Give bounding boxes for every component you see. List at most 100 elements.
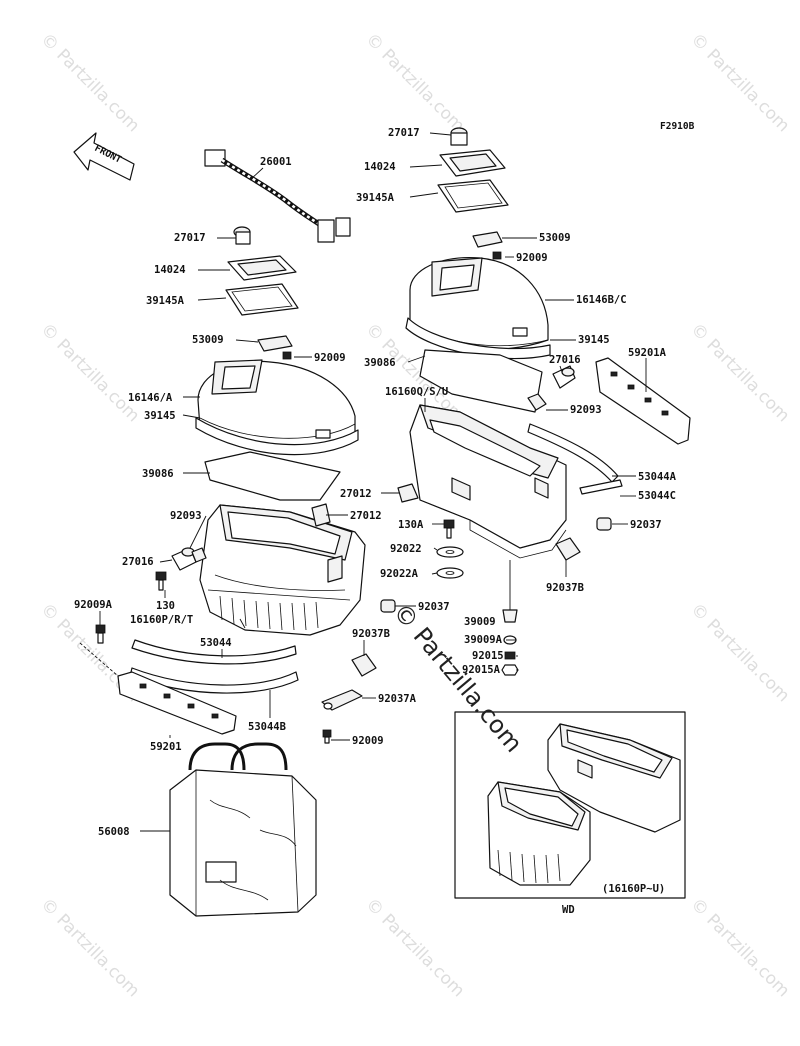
hinge-53009-left — [257, 335, 293, 352]
variant-inset: (16160P~U) WD — [454, 711, 686, 916]
watermark: © Partzilla.com — [36, 894, 143, 1001]
inset-case-right — [547, 723, 681, 833]
inset-note: (16160P~U) — [602, 883, 665, 895]
watermark: © Partzilla.com — [686, 894, 793, 1001]
bracket-92037b-left — [351, 653, 377, 677]
part-label: 39145 — [144, 410, 176, 422]
part-label: 39145A — [356, 192, 395, 204]
part-label: 92037 — [418, 601, 450, 613]
bracket-92037b — [555, 537, 581, 561]
part-label: 39145 — [578, 334, 610, 346]
watermark: © Partzilla.com — [686, 29, 793, 136]
part-label: 16160Q/S/U — [385, 386, 448, 398]
leader-lines — [79, 132, 647, 832]
part-label: 39145A — [146, 295, 185, 307]
part-label: 92037B — [352, 628, 390, 640]
nut-92015 — [504, 651, 516, 660]
bracket-27012 — [397, 483, 419, 503]
bolt-130 — [155, 571, 167, 591]
part-label: 92037 — [630, 519, 662, 531]
watermark: © Partzilla.com — [361, 29, 468, 136]
part-label: 92093 — [570, 404, 602, 416]
pad-39086 — [419, 349, 543, 413]
molding-53044 — [131, 639, 297, 665]
screw-92009-bottom — [322, 729, 332, 744]
molding-53044a — [527, 423, 619, 483]
screw-92009 — [492, 251, 502, 260]
part-label: 130A — [398, 519, 424, 531]
part-label: 56008 — [98, 826, 130, 838]
part-label: 14024 — [364, 161, 396, 173]
part-label: 27012 — [350, 510, 382, 522]
pad-39086-left — [204, 451, 341, 501]
bolt-92093-left — [191, 547, 207, 563]
bolt-92093 — [527, 393, 547, 411]
molding-53044c — [579, 479, 623, 495]
trim-59201a — [595, 357, 691, 445]
grommet-39009 — [502, 609, 518, 623]
lock-cylinder-27017-left — [233, 226, 251, 245]
part-label: 14024 — [154, 264, 186, 276]
figure-code: F2910B — [660, 121, 695, 132]
bag-56008 — [169, 742, 317, 917]
watermark: © Partzilla.com — [36, 319, 143, 426]
part-label: 92015 — [472, 650, 504, 662]
plug-92037 — [596, 517, 612, 531]
part-label: 59201A — [628, 347, 667, 359]
seal-39145 — [405, 317, 551, 360]
cover-14024 — [439, 149, 506, 177]
part-label: 53009 — [539, 232, 571, 244]
case-16160qsu — [409, 404, 567, 559]
inset-label: WD — [562, 904, 575, 916]
part-label: 27016 — [122, 556, 154, 568]
part-label: 26001 — [260, 156, 292, 168]
part-label: 92037B — [546, 582, 584, 594]
washer-92022a — [436, 567, 464, 579]
part-label: 27017 — [388, 127, 420, 139]
part-label: 92022 — [390, 543, 422, 555]
nut-92015a — [501, 664, 519, 676]
watermark: © Partzilla.com — [36, 29, 143, 136]
part-label: 130 — [156, 600, 175, 612]
watermark: © Partzilla.com — [686, 319, 793, 426]
part-label: 53044A — [638, 471, 677, 483]
lock-cylinder-27017 — [450, 127, 468, 146]
vent-slots — [219, 595, 319, 631]
front-arrow-icon: FRONT — [73, 132, 135, 181]
cover-14024-left — [227, 255, 297, 281]
watermark-layer: © Partzilla.com © Partzilla.com © Partzi… — [36, 29, 793, 1001]
washer-92022 — [436, 546, 464, 558]
wire-harness-26001 — [204, 149, 351, 243]
part-label: 59201 — [150, 741, 182, 753]
lock-27016 — [552, 365, 576, 389]
molding-53044b — [129, 667, 299, 694]
hinge-53009 — [472, 231, 503, 248]
part-label: 27012 — [340, 488, 372, 500]
lid-16146bc — [409, 257, 549, 351]
gasket-39145A — [437, 179, 509, 213]
watermark: © Partzilla.com — [361, 894, 468, 1001]
part-label: 39086 — [364, 357, 396, 369]
part-label: 92009 — [516, 252, 548, 264]
part-label: 92009A — [74, 599, 113, 611]
part-label: 53009 — [192, 334, 224, 346]
part-label: 92093 — [170, 510, 202, 522]
inset-case-left — [487, 781, 591, 886]
lock-27016-left — [171, 547, 197, 571]
lid-16146a — [197, 359, 356, 451]
part-label: 53044C — [638, 490, 676, 502]
bolt-130a — [443, 519, 455, 539]
screw-92009-left — [282, 351, 292, 360]
part-labels: 27017 26001 14024 39145A 53009 92009 270… — [74, 127, 677, 838]
part-label: 16146B/C — [576, 294, 627, 306]
part-label: 53044B — [248, 721, 286, 733]
part-label: 39086 — [142, 468, 174, 480]
part-label: 16160P/R/T — [130, 614, 193, 626]
part-label: 27017 — [174, 232, 206, 244]
trim-59201 — [117, 671, 237, 735]
part-label: 39009 — [464, 616, 496, 628]
part-label: 16146/A — [128, 392, 173, 404]
part-label: 53044 — [200, 637, 232, 649]
part-label: 92009 — [314, 352, 346, 364]
